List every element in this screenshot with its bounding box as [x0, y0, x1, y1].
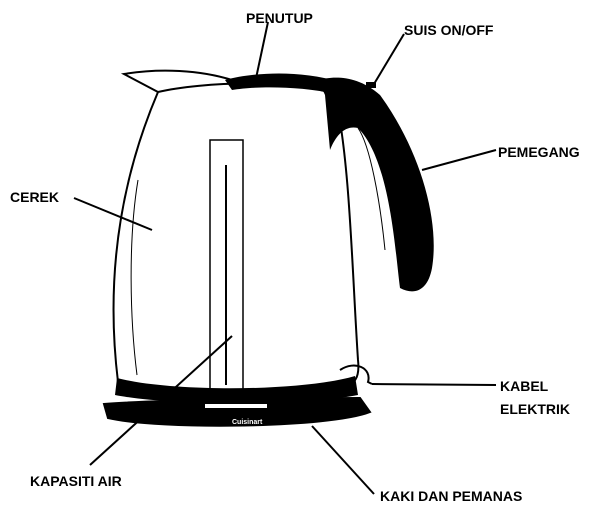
kettle-body [112, 82, 360, 396]
label-water-capacity: KAPASITI AIR [30, 473, 122, 489]
label-cable-line2: ELEKTRIK [500, 401, 570, 417]
label-switch: SUIS ON/OFF [404, 22, 494, 38]
leader-switch [373, 33, 405, 85]
kettle-spout [120, 69, 233, 93]
leader-base [311, 425, 375, 495]
power-cable [339, 364, 373, 385]
handle-inner-edge [357, 127, 386, 251]
leader-water-capacity [89, 335, 233, 466]
label-kettle: CEREK [10, 189, 60, 205]
body-highlight [130, 179, 139, 376]
switch-nub [366, 82, 376, 88]
leader-kettle [73, 197, 153, 231]
water-gauge [209, 139, 244, 391]
kettle-lid [225, 73, 340, 94]
base-indicator [205, 404, 267, 408]
label-cable-line1: KABEL [500, 378, 549, 394]
leader-cable [371, 383, 497, 386]
kettle-handle [318, 77, 434, 292]
leader-handle [421, 149, 497, 171]
label-base: KAKI DAN PEMANAS [380, 488, 523, 504]
base-brand-logo: Cuisinart [232, 419, 263, 426]
label-lid: PENUTUP [246, 10, 313, 26]
label-handle: PEMEGANG [498, 144, 580, 160]
leader-lid [254, 21, 269, 84]
